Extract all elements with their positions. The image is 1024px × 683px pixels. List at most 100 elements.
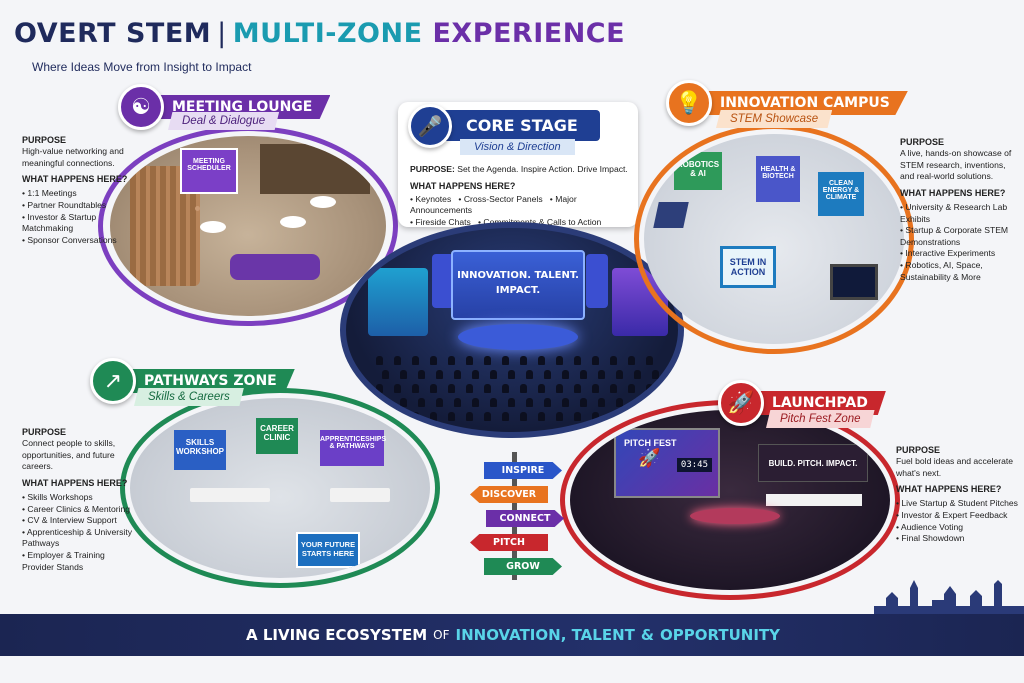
core-header: CORE STAGE bbox=[430, 110, 600, 141]
audience-seat bbox=[394, 356, 401, 365]
campus-header: 💡 INNOVATION CAMPUS bbox=[666, 80, 908, 126]
audience-seat bbox=[394, 384, 401, 393]
list-item: Live Startup & Student Pitches bbox=[896, 498, 1018, 510]
pathways-scene: SKILLS WORKSHOP CAREER CLINIC APPRENTICE… bbox=[130, 398, 430, 578]
audience-seat bbox=[484, 384, 491, 393]
campus-scene: ROBOTICS & AI HEALTH & BIOTECH CLEAN ENE… bbox=[644, 134, 904, 344]
list-item: Employer & Training Provider Stands bbox=[22, 550, 134, 573]
sign-discover: DISCOVER bbox=[470, 486, 548, 503]
audience-seat bbox=[520, 412, 527, 421]
footer-banner: A LIVING ECOSYSTEM OF INNOVATION, TALENT… bbox=[0, 614, 1024, 656]
audience-seat bbox=[508, 398, 515, 407]
launchpad-scene: PITCH FEST 🚀 03:45 BUILD. PITCH. IMPACT. bbox=[570, 410, 890, 590]
list-item: Audience Voting bbox=[896, 522, 1018, 534]
pathways-sign-clinic: CAREER CLINIC bbox=[256, 418, 298, 454]
audience-seat bbox=[454, 370, 461, 379]
lounge-scene: MEETING SCHEDULER .pl::after{} bbox=[110, 136, 386, 316]
audience-seat bbox=[430, 412, 437, 421]
audience-seat bbox=[562, 398, 569, 407]
audience-seat bbox=[580, 398, 587, 407]
audience-seat bbox=[412, 412, 419, 421]
audience-seat bbox=[502, 384, 509, 393]
list-item: Career Clinics & Mentoring bbox=[22, 504, 134, 516]
audience-seat bbox=[628, 384, 635, 393]
sign-grow: GROW bbox=[484, 558, 562, 575]
launchpad-banner: BUILD. PITCH. IMPACT. bbox=[758, 444, 868, 482]
audience-seat bbox=[592, 356, 599, 365]
audience-seat bbox=[616, 398, 623, 407]
audience-seat bbox=[418, 398, 425, 407]
list-item: Commitments & Calls to Action bbox=[483, 216, 602, 227]
audience-seat bbox=[412, 356, 419, 365]
audience-seat bbox=[400, 398, 407, 407]
audience-seat bbox=[592, 412, 599, 421]
launchpad-tagline: Pitch Fest Zone bbox=[766, 410, 875, 428]
audience-seat bbox=[520, 356, 527, 365]
audience-seat bbox=[466, 412, 473, 421]
campus-tagline: STEM Showcase bbox=[716, 110, 833, 128]
audience-seat bbox=[544, 370, 551, 379]
lounge-info: PURPOSE High-value networking and meanin… bbox=[22, 130, 134, 246]
audience-seat bbox=[412, 384, 419, 393]
audience-seat bbox=[400, 370, 407, 379]
handshake-icon: ☯ bbox=[118, 84, 164, 130]
audience-seat bbox=[526, 398, 533, 407]
audience-seat bbox=[430, 356, 437, 365]
microphone-icon: 🎤 bbox=[408, 104, 452, 148]
audience-seat bbox=[652, 398, 659, 407]
sign-pitch: PITCH bbox=[470, 534, 548, 551]
audience-seat bbox=[646, 356, 653, 365]
audience-seat bbox=[394, 412, 401, 421]
core-stage-scene: INNOVATION. TALENT. IMPACT. bbox=[340, 222, 684, 438]
audience-seat bbox=[538, 384, 545, 393]
audience-seat bbox=[628, 356, 635, 365]
audience-seat bbox=[592, 384, 599, 393]
list-item: CV & Interview Support bbox=[22, 515, 134, 527]
audience-seat bbox=[562, 370, 569, 379]
list-item: Skills Workshops bbox=[22, 492, 134, 504]
list-item: Investor & Expert Feedback bbox=[896, 510, 1018, 522]
audience-seat bbox=[466, 356, 473, 365]
audience-seat bbox=[634, 370, 641, 379]
audience-seat bbox=[376, 384, 383, 393]
growth-chart-icon: ↗ bbox=[90, 358, 136, 404]
audience-seat bbox=[544, 398, 551, 407]
audience-seat bbox=[526, 370, 533, 379]
audience-seat bbox=[538, 412, 545, 421]
pathways-tagline: Skills & Careers bbox=[134, 388, 244, 406]
audience-seat bbox=[472, 370, 479, 379]
sign-connect: CONNECT bbox=[486, 510, 564, 527]
audience-seat bbox=[484, 356, 491, 365]
pathways-sign-skills: SKILLS WORKSHOP bbox=[174, 430, 226, 470]
footer-band bbox=[0, 656, 1024, 683]
list-item: Cross-Sector Panels bbox=[463, 193, 543, 204]
list-item: Major Announcements bbox=[410, 193, 577, 216]
audience-seat bbox=[472, 398, 479, 407]
launchpad-screen: PITCH FEST 🚀 03:45 bbox=[614, 428, 720, 498]
launchpad-info: PURPOSE Fuel bold ideas and accelerate w… bbox=[896, 440, 1018, 545]
lounge-scheduler-sign: MEETING SCHEDULER bbox=[180, 148, 238, 194]
audience-seat bbox=[448, 356, 455, 365]
audience-seat bbox=[610, 356, 617, 365]
audience-seat bbox=[502, 412, 509, 421]
core-main-screen: INNOVATION. TALENT. IMPACT. bbox=[451, 250, 585, 320]
audience-seat bbox=[382, 370, 389, 379]
audience-seat bbox=[436, 398, 443, 407]
list-item: Sponsor Conversations bbox=[22, 235, 134, 247]
audience-seat bbox=[574, 356, 581, 365]
campus-sign-robotics: ROBOTICS & AI bbox=[674, 152, 722, 190]
audience-seat bbox=[610, 412, 617, 421]
list-item: Fireside Chats bbox=[415, 216, 471, 227]
list-item: 1:1 Meetings bbox=[22, 188, 134, 200]
audience-seat bbox=[454, 398, 461, 407]
rocket-icon: 🚀 bbox=[718, 380, 764, 426]
pathways-sign-future: YOUR FUTURE STARTS HERE bbox=[296, 532, 360, 568]
audience-seat bbox=[616, 370, 623, 379]
audience-seat bbox=[598, 370, 605, 379]
campus-sign-energy: CLEAN ENERGY & CLIMATE bbox=[818, 172, 864, 216]
audience-seat bbox=[610, 384, 617, 393]
audience-seat bbox=[466, 384, 473, 393]
campus-sign-health: HEALTH & BIOTECH bbox=[756, 156, 800, 202]
audience-seat bbox=[574, 412, 581, 421]
audience-seat bbox=[376, 356, 383, 365]
